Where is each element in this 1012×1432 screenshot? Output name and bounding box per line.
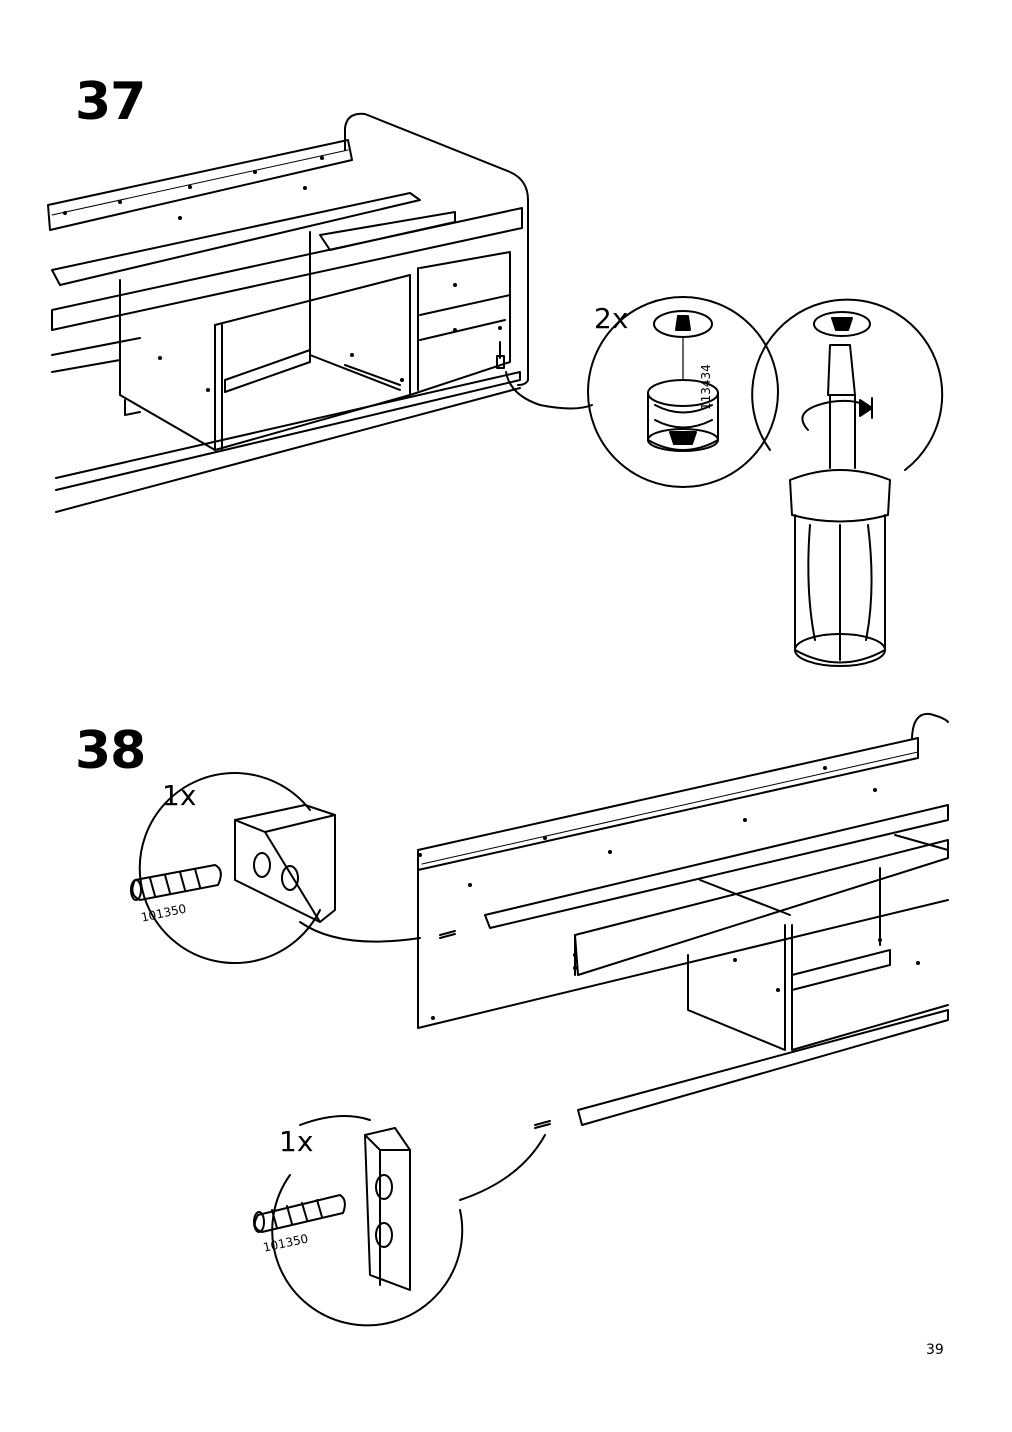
panel-edge-icon [234,804,336,923]
upper-rail [51,192,421,286]
step-38-number: 38 [75,721,146,781]
page-number: 39 [926,1342,944,1358]
cam-lock-detail-circle [587,296,779,488]
screwdriver-detail-circle [751,298,944,471]
dowel-upper [439,930,456,939]
screwdriver-handle-icon [789,469,891,667]
cam-hole-icon [653,310,713,338]
inner-rail [484,804,949,929]
headboard-panel [417,849,949,1029]
step-37-number: 37 [75,72,146,132]
step-38-quantity-upper: 1x [162,779,197,812]
dowel-icon-lower [253,1194,346,1233]
cam-top-icon [813,311,871,337]
step-37-quantity: 2x [594,302,629,335]
headboard-panel [344,112,529,386]
panel-end-icon [364,1127,411,1291]
dowel-lower [534,1120,551,1129]
headboard-top-rail [417,737,919,871]
bottom-rail [55,371,521,491]
dowel-icon-upper [130,864,222,901]
bottom-rail [577,1009,949,1126]
left-side-panel [119,279,216,451]
front-rail [574,839,949,976]
step-38-quantity-lower: 1x [279,1125,314,1158]
back-rail [47,139,353,231]
dowel-detail-circle-upper [138,772,321,965]
cam-lock-icon [647,379,719,452]
